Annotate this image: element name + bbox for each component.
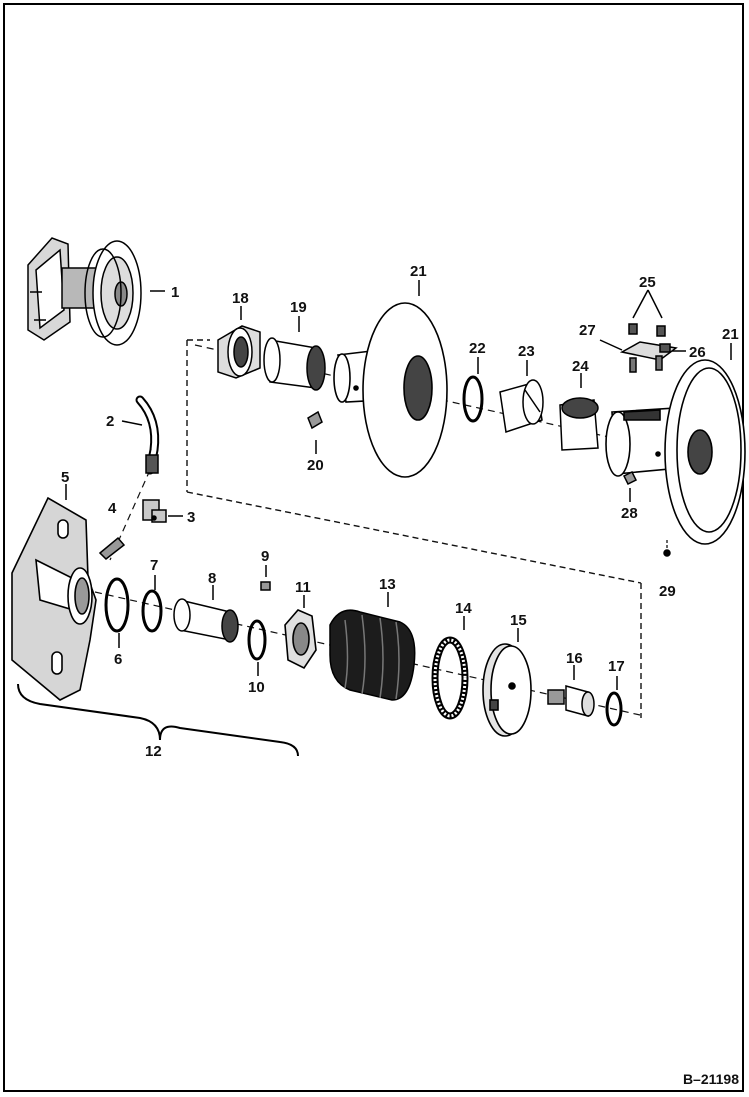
callout-9: 9 xyxy=(261,548,269,565)
part-10-ring xyxy=(247,619,267,661)
part-21-flange-hub-left xyxy=(333,302,448,478)
callout-20: 20 xyxy=(307,457,324,474)
part-11-nut xyxy=(284,609,317,670)
part-29-grease-fitting xyxy=(663,549,671,557)
part-14-clamp xyxy=(431,636,469,720)
part-24-sleeve xyxy=(559,397,599,451)
part-28-set-screw xyxy=(622,470,638,486)
part-1-pulley-assembly xyxy=(27,237,142,346)
part-5-mount-plate xyxy=(11,496,97,701)
callout-28: 28 xyxy=(621,505,638,522)
callout-27: 27 xyxy=(579,322,596,339)
callout-7: 7 xyxy=(150,557,158,574)
callout-10: 10 xyxy=(248,679,265,696)
callout-29: 29 xyxy=(659,583,676,600)
part-12-brace xyxy=(17,683,299,757)
callout-4: 4 xyxy=(108,500,117,517)
callout-2: 2 xyxy=(106,413,114,430)
part-22-ring xyxy=(462,375,484,423)
part-26-nut xyxy=(659,343,671,353)
callout-18: 18 xyxy=(232,290,249,307)
callout-11: 11 xyxy=(295,579,311,596)
callout-21-right: 21 xyxy=(722,326,739,343)
callout-8: 8 xyxy=(208,570,216,587)
callout-25: 25 xyxy=(639,274,656,291)
callout-3: 3 xyxy=(187,509,195,526)
part-2-hose-fitting xyxy=(135,395,160,475)
part-4-nipple xyxy=(98,536,126,560)
part-8-sleeve xyxy=(173,598,239,643)
part-25-bolts xyxy=(628,323,666,337)
part-6-ring xyxy=(104,577,130,633)
part-9-pin xyxy=(260,581,271,591)
callout-15: 15 xyxy=(510,612,527,629)
part-17-ring xyxy=(605,691,623,727)
callout-21-left: 21 xyxy=(410,263,427,280)
callout-13: 13 xyxy=(379,576,396,593)
diagram-frame xyxy=(3,3,744,1092)
callout-14: 14 xyxy=(455,600,472,617)
part-3-elbow xyxy=(142,499,167,523)
callout-1: 1 xyxy=(171,284,179,301)
callout-17: 17 xyxy=(608,658,625,675)
callout-19: 19 xyxy=(290,299,307,316)
callout-24: 24 xyxy=(572,358,589,375)
assembly-dashed-outline xyxy=(186,339,642,718)
part-19-bushing xyxy=(263,337,326,391)
callout-12: 12 xyxy=(145,743,162,760)
callout-5: 5 xyxy=(61,469,69,486)
part-23-split-bushing xyxy=(499,379,544,433)
callout-6: 6 xyxy=(114,651,122,668)
part-18-bearing xyxy=(217,325,261,379)
part-20-set-screw xyxy=(307,410,323,430)
part-16-fitting xyxy=(547,685,595,717)
part-7-ring xyxy=(141,589,163,633)
callout-26: 26 xyxy=(689,344,706,361)
callout-23: 23 xyxy=(518,343,535,360)
part-15-cap xyxy=(482,643,532,737)
part-21-flange-hub-right xyxy=(605,359,746,545)
callout-labels: 1 2 3 4 5 6 7 8 9 10 11 12 13 14 15 16 1… xyxy=(61,263,739,760)
drawing-reference-number: B–21198 xyxy=(682,1071,739,1087)
part-13-boot xyxy=(329,609,416,701)
callout-16: 16 xyxy=(566,650,583,667)
callout-22: 22 xyxy=(469,340,486,357)
